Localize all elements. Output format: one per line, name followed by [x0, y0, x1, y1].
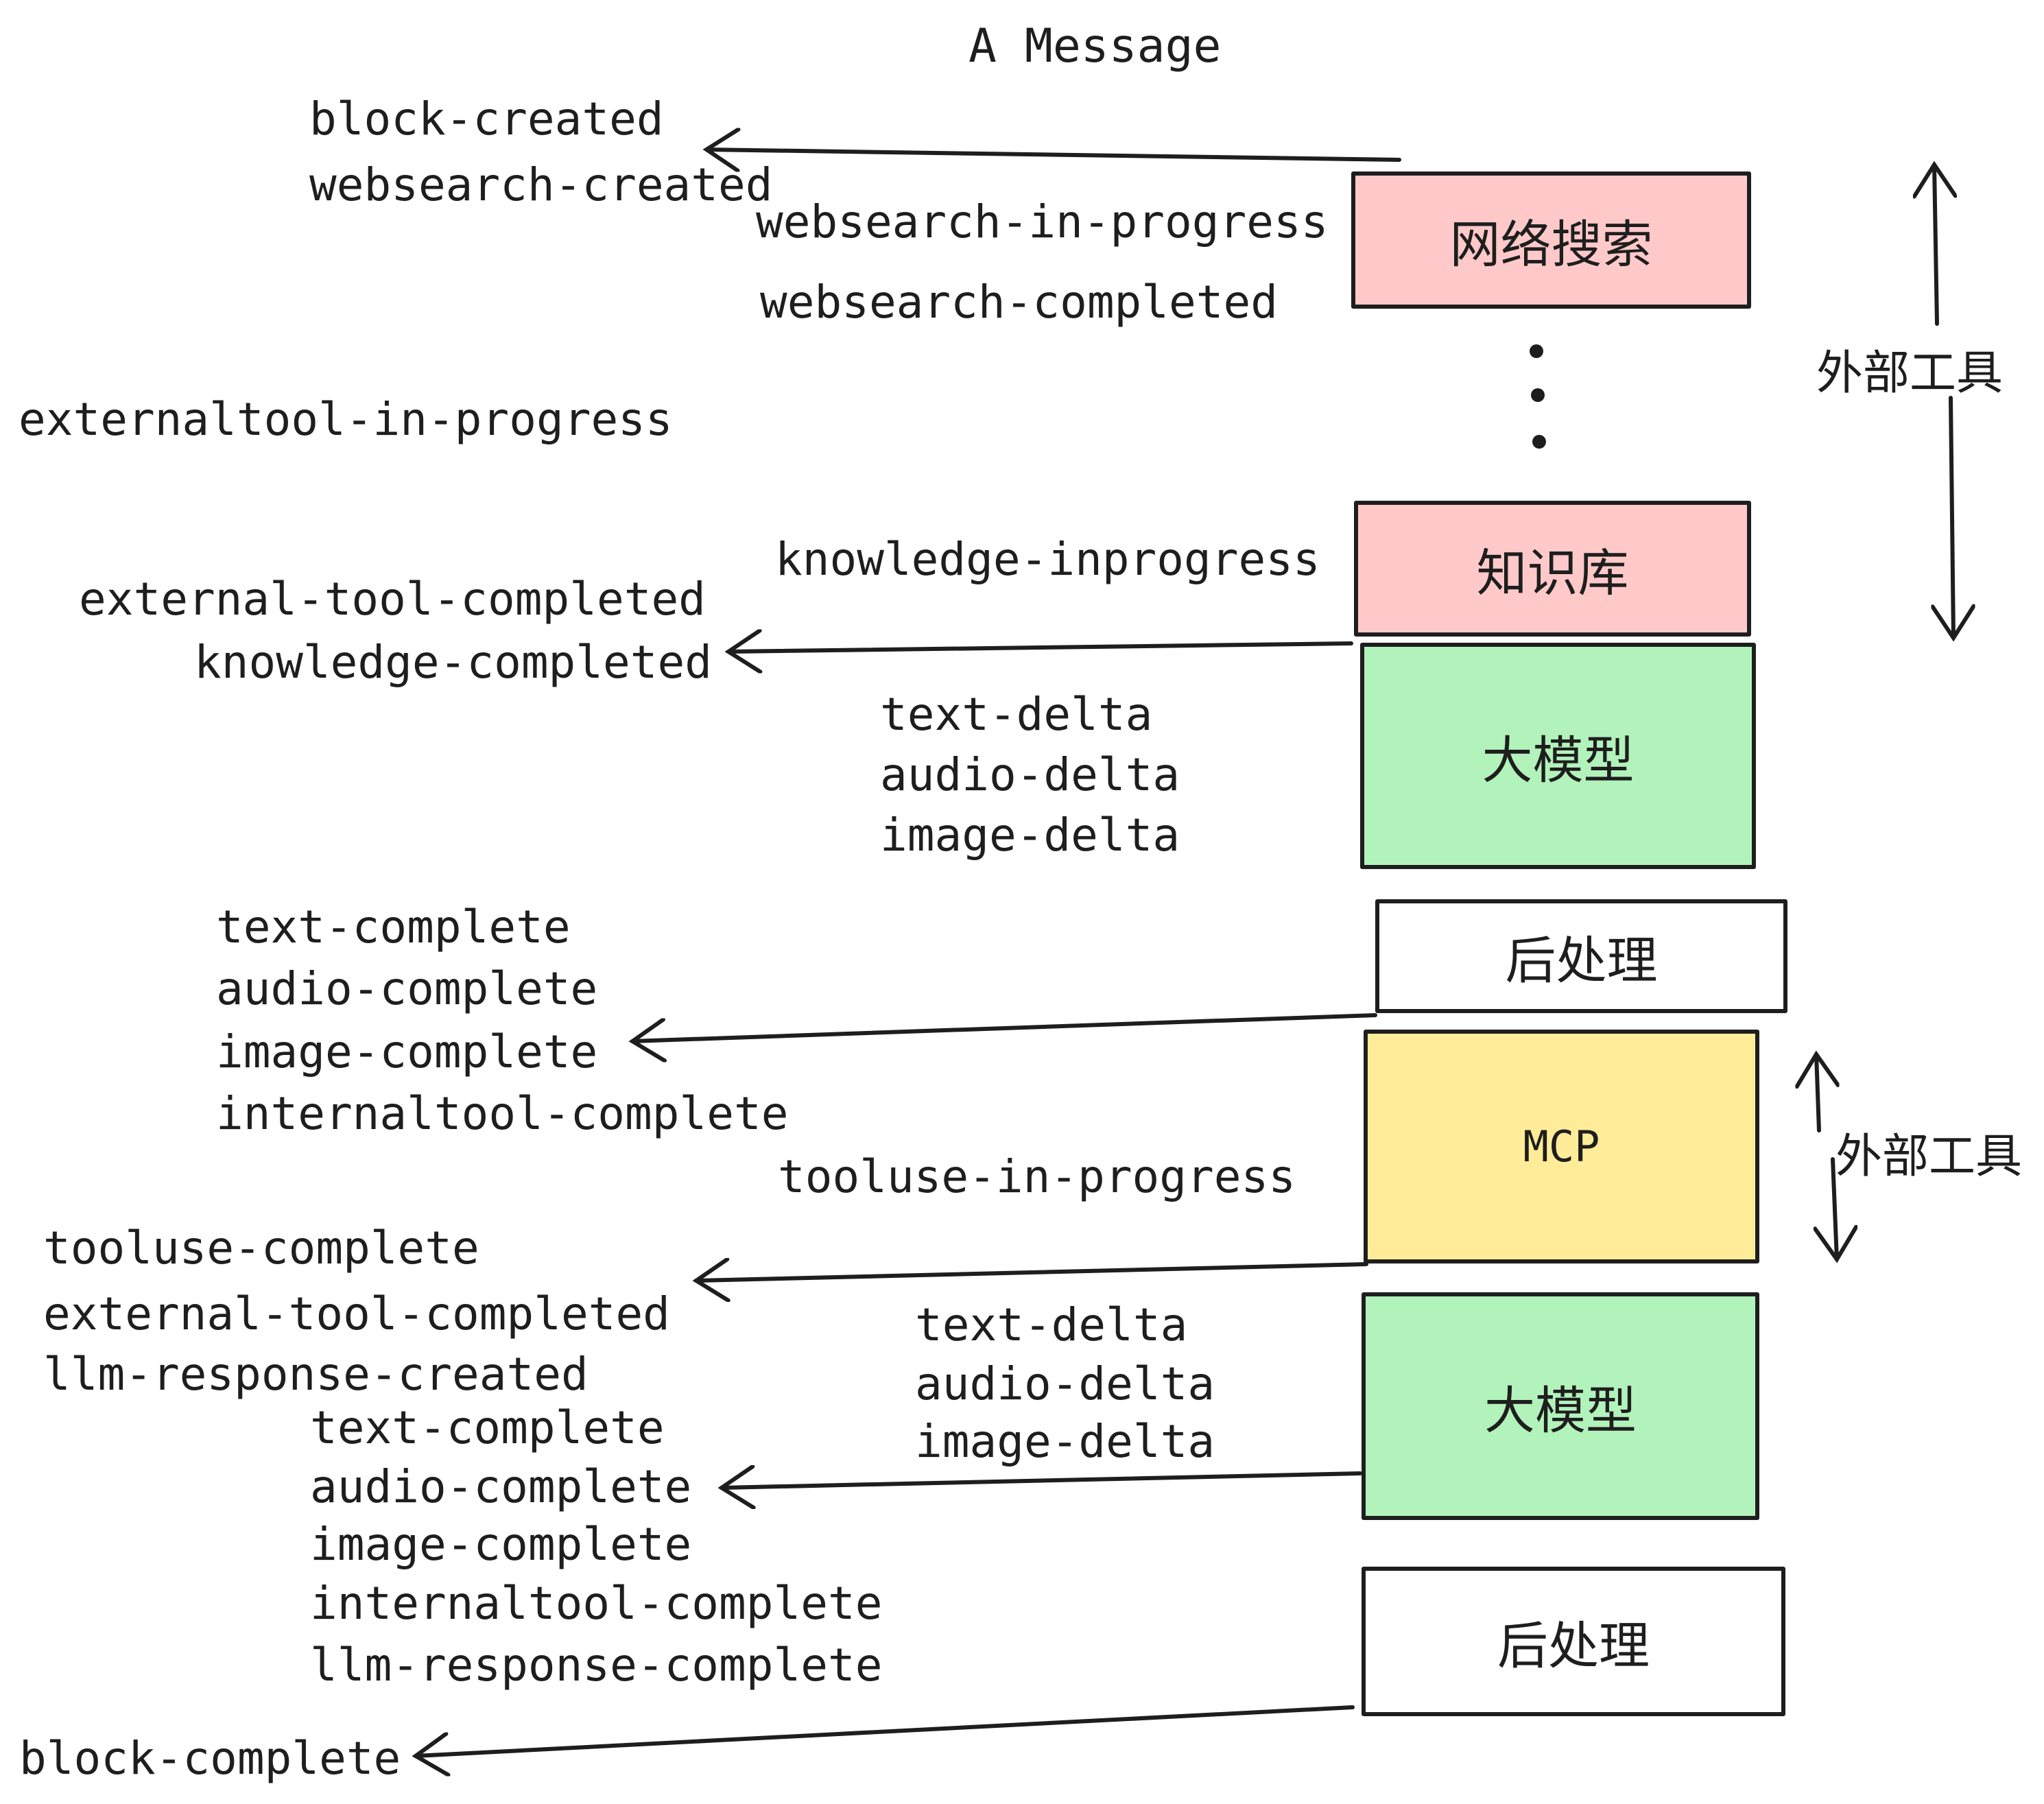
event-audio-complete-2: audio-complete: [310, 1460, 692, 1513]
event-tooluse-complete: tooluse-complete: [43, 1222, 479, 1274]
node-mcp-label: MCP: [1523, 1121, 1600, 1172]
node-llm-1: 大模型: [1360, 643, 1756, 869]
node-postprocess-1: 后处理: [1375, 899, 1787, 1013]
event-image-delta-2: image-delta: [915, 1415, 1215, 1468]
event-text-delta-1: text-delta: [880, 688, 1153, 741]
arrow-external-tools-down-1: [1951, 396, 1953, 638]
event-audio-delta-1: audio-delta: [880, 748, 1180, 801]
node-postprocess-1-label: 后处理: [1505, 931, 1658, 990]
event-image-complete-2: image-complete: [310, 1518, 692, 1571]
node-websearch: 网络搜索: [1351, 171, 1751, 309]
event-websearch-created: websearch-created: [309, 158, 773, 211]
node-postprocess-2-label: 后处理: [1497, 1616, 1650, 1676]
node-knowledge-label: 知识库: [1476, 543, 1629, 603]
event-knowledge-inprogress: knowledge-inprogress: [775, 533, 1320, 586]
event-image-delta-1: image-delta: [880, 809, 1180, 862]
arrow-post2-to-block-complete: [416, 1705, 1355, 1756]
node-websearch-label: 网络搜索: [1449, 215, 1653, 274]
event-text-complete-1: text-complete: [216, 901, 571, 953]
event-tooluse-in-progress: tooluse-in-progress: [778, 1150, 1296, 1203]
diagram-title: A Message: [968, 19, 1222, 73]
arrow-external-tools-up-2: [1816, 1054, 1819, 1132]
event-websearch-in-progress: websearch-in-progress: [756, 195, 1329, 248]
node-mcp: MCP: [1364, 1030, 1759, 1263]
event-internaltool-complete-1: internaltool-complete: [216, 1087, 789, 1140]
event-block-created: block-created: [309, 93, 664, 145]
arrow-post1-to-image-complete: [632, 1013, 1377, 1041]
ellipsis-dot-3: [1532, 435, 1546, 449]
arrow-llm2-to-audio-complete: [722, 1473, 1362, 1488]
event-knowledge-completed: knowledge-completed: [194, 636, 712, 689]
event-internaltool-complete-2: internaltool-complete: [310, 1577, 883, 1630]
event-image-complete-1: image-complete: [216, 1025, 598, 1078]
event-audio-complete-1: audio-complete: [216, 962, 598, 1015]
event-external-tool-completed-2: external-tool-completed: [43, 1287, 670, 1340]
ellipsis-dot-2: [1531, 388, 1545, 402]
arrow-llm1-to-knowledge-completed: [728, 643, 1353, 652]
event-externaltool-in-progress: externaltool-in-progress: [19, 393, 673, 446]
event-audio-delta-2: audio-delta: [915, 1357, 1215, 1410]
event-websearch-completed: websearch-completed: [760, 276, 1278, 329]
arrow-websearch-to-created: [706, 150, 1401, 160]
ellipsis-dot-1: [1530, 344, 1543, 358]
event-external-tool-completed: external-tool-completed: [79, 573, 706, 626]
node-postprocess-2: 后处理: [1362, 1567, 1785, 1716]
annotation-external-tools-2: 外部工具: [1835, 1130, 2023, 1184]
arrow-external-tools-up-1: [1934, 165, 1937, 326]
arrow-mcp-to-tooluse-complete: [696, 1264, 1368, 1281]
event-llm-response-complete: llm-response-complete: [310, 1639, 883, 1692]
event-text-delta-2: text-delta: [915, 1298, 1188, 1351]
node-knowledge: 知识库: [1354, 501, 1751, 637]
node-llm-2-label: 大模型: [1484, 1381, 1637, 1440]
node-llm-1-label: 大模型: [1482, 731, 1635, 790]
event-block-complete: block-complete: [19, 1732, 401, 1785]
node-llm-2: 大模型: [1362, 1292, 1759, 1520]
event-text-complete-2: text-complete: [310, 1401, 665, 1454]
event-llm-response-created: llm-response-created: [43, 1348, 589, 1401]
annotation-external-tools-1: 外部工具: [1816, 346, 2004, 401]
